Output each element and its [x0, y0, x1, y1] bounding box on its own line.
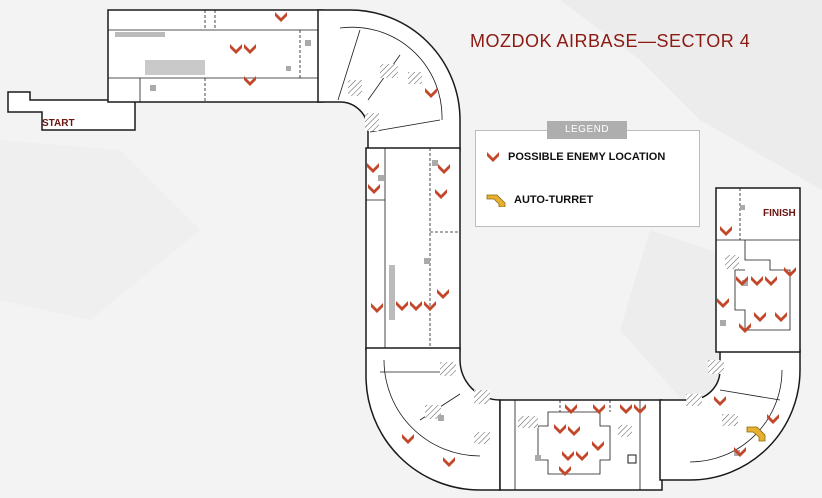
turret-icon [486, 194, 506, 207]
legend: LEGEND POSSIBLE ENEMY LOCATION AUTO-TURR… [475, 121, 700, 227]
auto-turret-marker [746, 426, 766, 442]
map-title: MOZDOK AIRBASE—SECTOR 4 [470, 31, 751, 51]
enemy-chevron-icon [487, 152, 499, 162]
legend-turret-label: AUTO-TURRET [514, 194, 594, 206]
legend-enemy-label: POSSIBLE ENEMY LOCATION [508, 151, 666, 163]
right-curve [659, 349, 801, 481]
vertical-corridor [365, 147, 461, 351]
start-label: START [42, 118, 75, 129]
upper-curve [317, 9, 461, 151]
legend-row-enemy: POSSIBLE ENEMY LOCATION [486, 151, 665, 163]
legend-row-turret: AUTO-TURRET [486, 193, 593, 207]
finish-label: FINISH [763, 208, 796, 219]
legend-heading: LEGEND [547, 121, 627, 139]
bottom-building [499, 399, 663, 491]
lower-curve [365, 347, 501, 491]
top-building [107, 9, 324, 103]
